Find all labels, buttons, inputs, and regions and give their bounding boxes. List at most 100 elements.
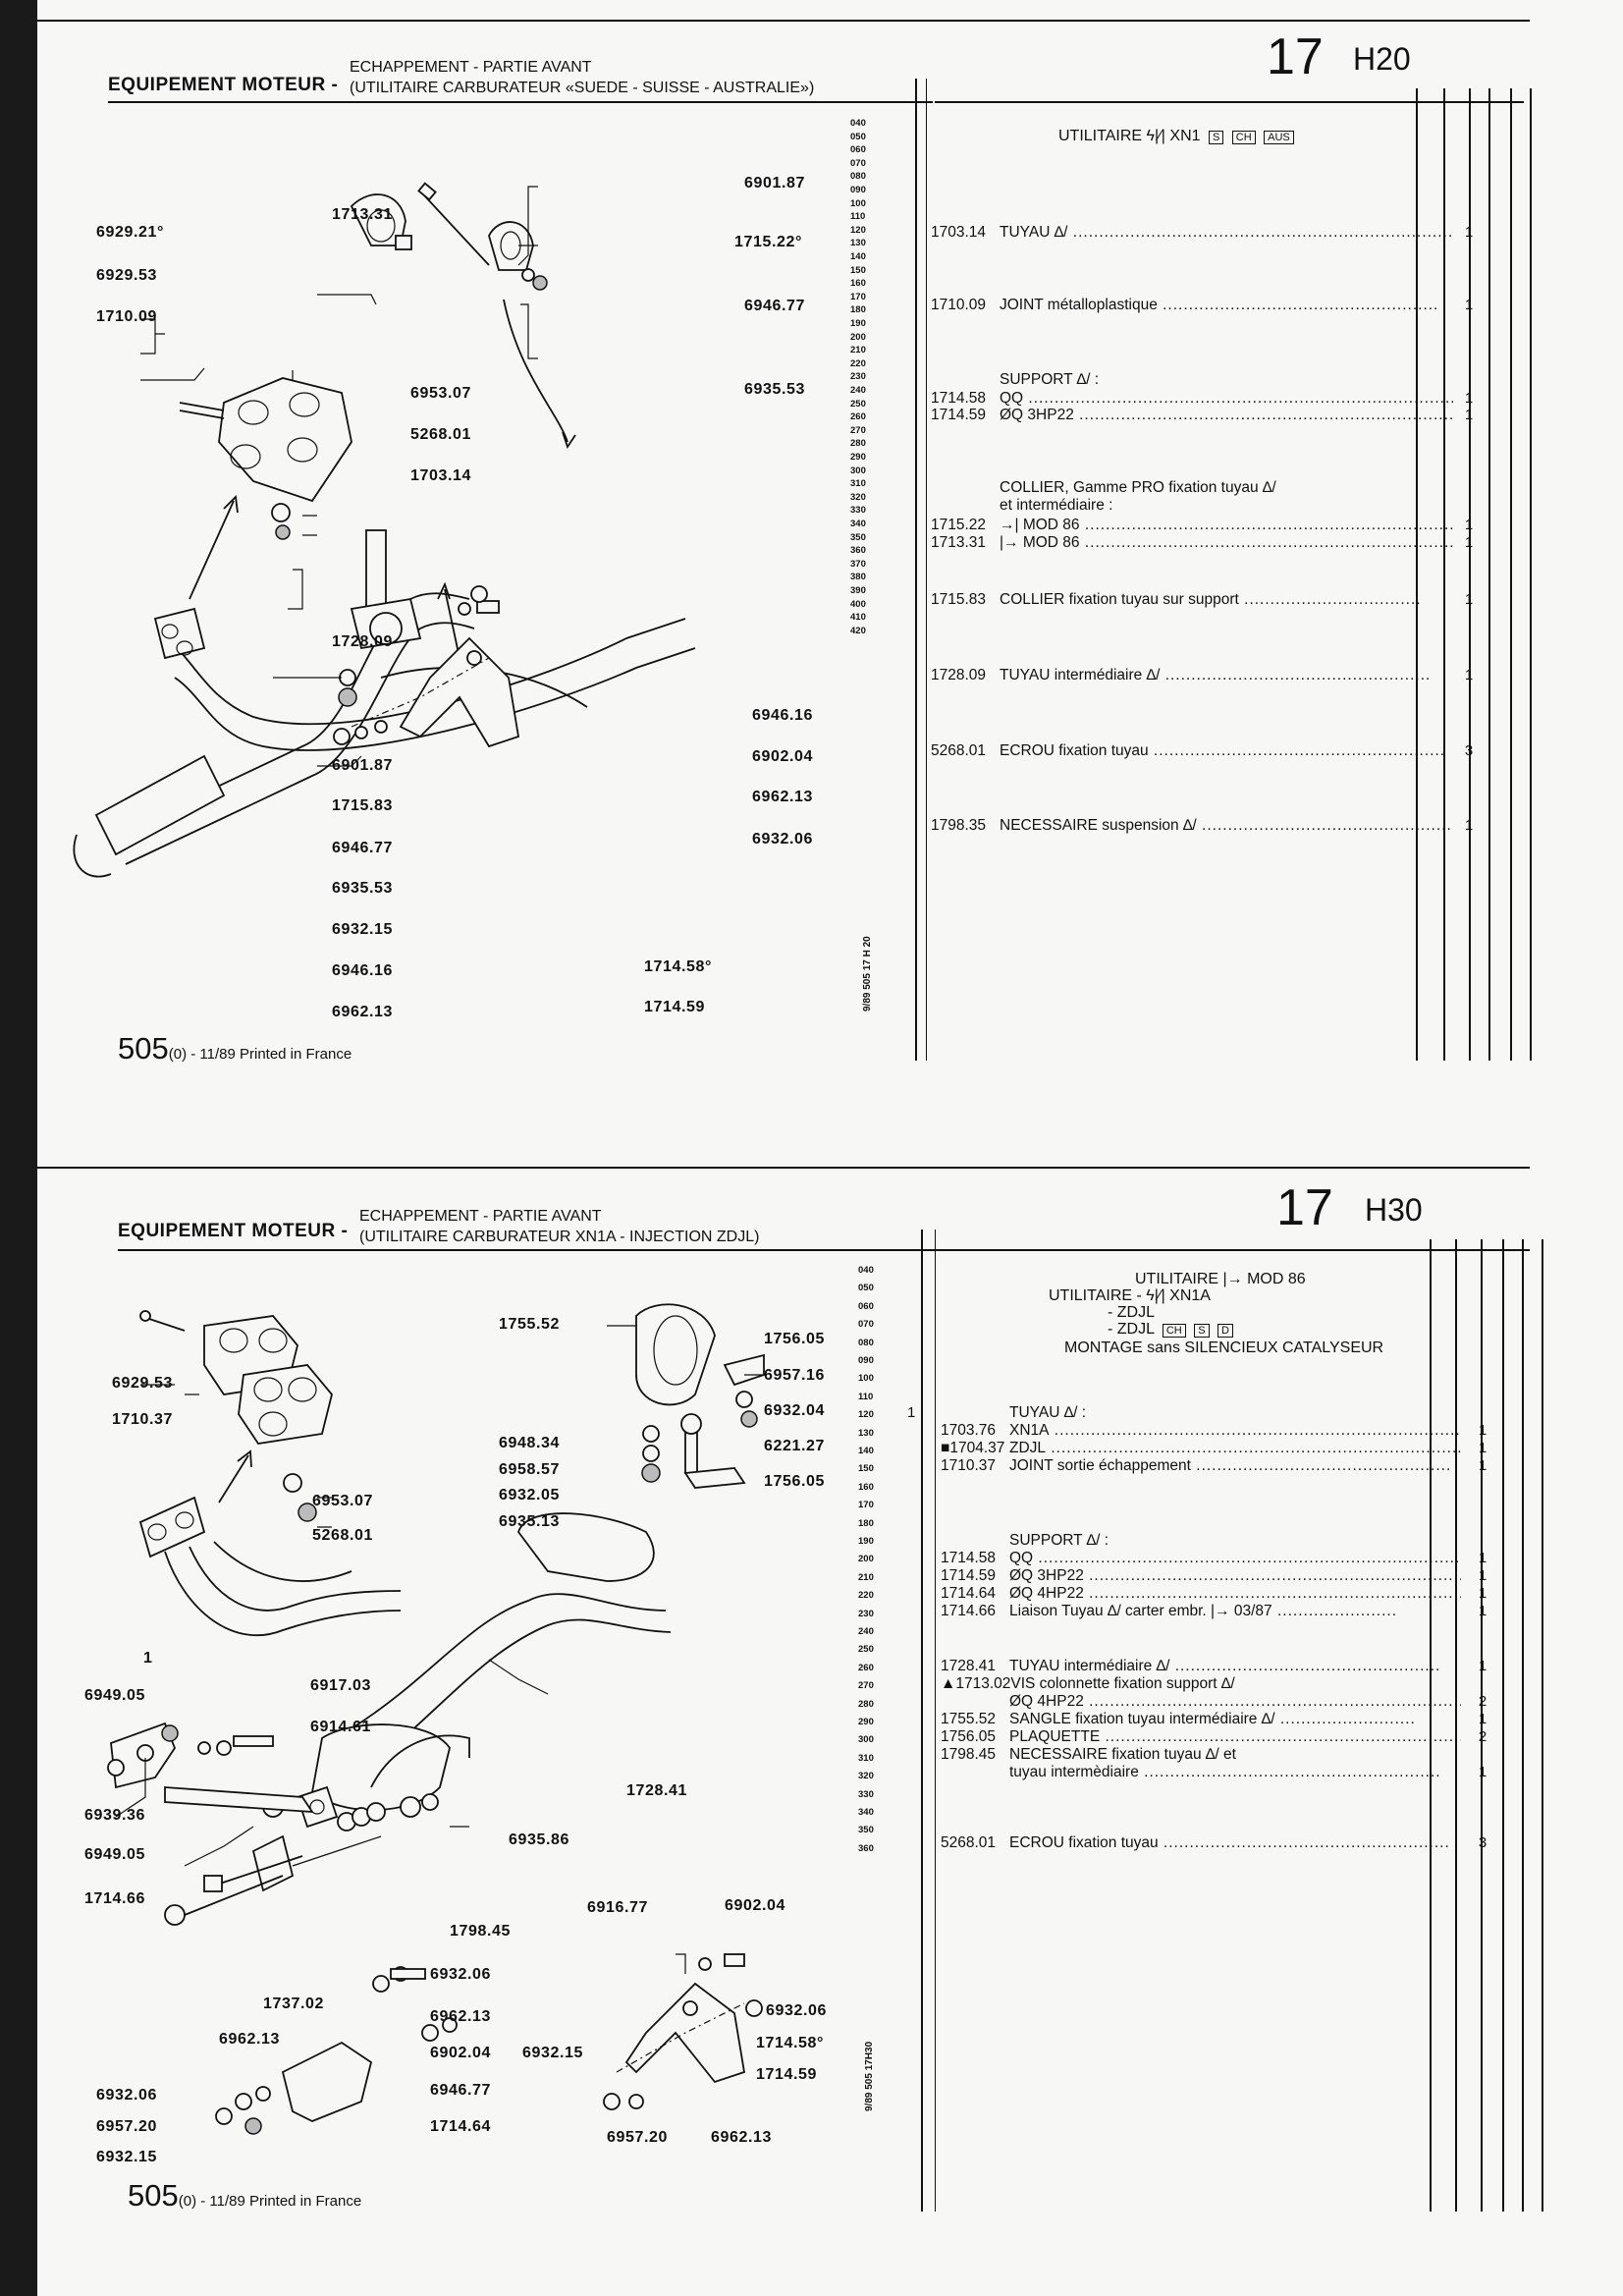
callout: 6221.27 xyxy=(764,1438,826,1454)
part-ref: 1755.52 xyxy=(941,1711,997,1727)
callout: 6958.57 xyxy=(499,1461,561,1478)
scale-mark: 360 xyxy=(850,545,866,557)
part-ref: 1798.35 xyxy=(931,817,987,834)
bottom-header-rule-right xyxy=(941,1249,1530,1251)
callout: 6935.53 xyxy=(332,880,394,897)
top-col-line xyxy=(1443,88,1445,1061)
part-description: ØQ 4HP22 xyxy=(1009,1693,1084,1710)
country-box: D xyxy=(1217,1324,1233,1338)
bottom-col-line xyxy=(1502,1239,1504,2212)
callout: 1714.64 xyxy=(430,2118,492,2135)
country-box: S xyxy=(1194,1324,1210,1338)
scale-mark: 070 xyxy=(858,1319,874,1331)
scale-mark: 280 xyxy=(850,438,866,450)
scale-mark: 150 xyxy=(858,1463,874,1475)
callout: 1703.14 xyxy=(410,467,472,484)
part-quantity: 1 xyxy=(1464,390,1474,407)
leader-dots: ........................................… xyxy=(1049,1422,1461,1439)
top-title-line1: ECHAPPEMENT - PARTIE AVANT xyxy=(350,59,592,76)
bottom-exploded-diagram xyxy=(107,1303,765,2135)
part-ref: 1710.09 xyxy=(931,297,987,313)
callout: 6929.53 xyxy=(112,1375,174,1392)
part-quantity: 3 xyxy=(1464,742,1474,759)
scale-mark: 080 xyxy=(850,171,866,183)
callout: 1710.37 xyxy=(112,1411,174,1428)
part-row: SUPPORT ∆/ : xyxy=(931,371,1099,389)
support-1714-64 xyxy=(281,2041,373,2122)
scale-mark: 040 xyxy=(858,1265,874,1276)
callout: 1714.58° xyxy=(756,2035,825,2051)
scale-mark: 140 xyxy=(850,251,866,262)
part-description: TUYAU ∆/ xyxy=(1000,224,1068,241)
part-row: TUYAU ∆/ : xyxy=(941,1404,1086,1422)
callout: 6949.05 xyxy=(84,1846,146,1863)
callout: 6962.13 xyxy=(430,2008,492,2025)
scale-mark: 090 xyxy=(858,1355,874,1366)
callout: 6932.15 xyxy=(96,2149,158,2165)
scale-mark: 180 xyxy=(850,304,866,316)
top-col-line xyxy=(1469,88,1471,1061)
part-row: 1713.31|→ MOD 86 .......................… xyxy=(931,534,1453,552)
scale-mark: 350 xyxy=(858,1825,874,1836)
country-box: CH xyxy=(1162,1324,1186,1338)
part-description: Liaison Tuyau ∆/ carter embr. |→ 03/87 xyxy=(1009,1603,1272,1619)
app-line: MONTAGE sans SILENCIEUX CATALYSEUR xyxy=(1064,1339,1384,1356)
bottom-application: UTILITAIRE |→ MOD 86 UTILITAIRE - ϟ|⁄| X… xyxy=(1009,1271,1422,1356)
top-col-line xyxy=(1488,88,1490,1061)
scale-mark: 210 xyxy=(858,1571,874,1583)
part-quantity: 1 xyxy=(1464,534,1474,551)
leader-dots: ........................................… xyxy=(1160,667,1432,683)
leader-dots: ........................................… xyxy=(1033,1550,1461,1566)
callout: 1756.05 xyxy=(764,1331,826,1347)
part-quantity: 1 xyxy=(1478,1585,1488,1602)
country-box: CH xyxy=(1231,131,1256,144)
scale-mark: 250 xyxy=(850,398,866,410)
callout: 1714.59 xyxy=(644,999,706,1015)
callout: 6932.06 xyxy=(96,2087,158,2104)
part-ref: 1710.37 xyxy=(941,1457,997,1474)
part-quantity: 1 xyxy=(1464,817,1474,834)
scale-mark: 070 xyxy=(850,157,866,169)
leader-dots: ........................................… xyxy=(1079,517,1453,533)
part-description: JOINT métalloplastique xyxy=(1000,297,1158,313)
scale-mark: 310 xyxy=(850,478,866,490)
scale-mark: 240 xyxy=(850,385,866,396)
callout: 1798.45 xyxy=(450,1923,512,1940)
scale-mark: 230 xyxy=(850,371,866,383)
bottom-col-line xyxy=(1542,1239,1543,2212)
top-title: ECHAPPEMENT - PARTIE AVANT (UTILITAIRE C… xyxy=(350,57,814,98)
rear-muffler xyxy=(516,1512,655,1582)
clamp-1713-31 xyxy=(350,193,406,246)
scale-mark: 040 xyxy=(850,118,866,129)
front-muffler xyxy=(311,1723,451,1812)
top-section: EQUIPEMENT MOTEUR - xyxy=(108,75,339,95)
callout: 6932.05 xyxy=(499,1487,561,1503)
bottom-title-line2: (UTILITAIRE CARBURATEUR XN1A - INJECTION… xyxy=(359,1229,760,1245)
part-row: 1715.22→| MOD 86 .......................… xyxy=(931,517,1453,534)
callout: 1737.02 xyxy=(263,1995,325,2012)
part-quantity: 1 xyxy=(1478,1550,1488,1566)
scale-mark: 170 xyxy=(858,1500,874,1511)
part-description: QQ xyxy=(1000,390,1024,407)
part-quantity: 1 xyxy=(1464,297,1474,313)
callout: 1714.66 xyxy=(84,1890,146,1907)
scale-mark: 390 xyxy=(850,585,866,596)
bottom-title-line1: ECHAPPEMENT - PARTIE AVANT xyxy=(359,1208,602,1225)
part-description: TUYAU intermédiaire ∆/ xyxy=(1009,1658,1170,1674)
part-row: COLLIER, Gamme PRO fixation tuyau ∆/ xyxy=(931,479,1276,497)
bottom-group-code: H30 xyxy=(1365,1192,1423,1228)
part-row: 1755.52 SANGLE fixation tuyau intermédiai… xyxy=(941,1711,1461,1728)
part-description: SANGLE fixation tuyau intermédiaire ∆/ xyxy=(1009,1711,1275,1727)
callout: 6932.15 xyxy=(522,2045,584,2061)
part-ref: 1703.76 xyxy=(941,1422,997,1439)
leader-dots: ........................................… xyxy=(1079,534,1453,551)
bottom-group-number: 17 xyxy=(1276,1179,1333,1236)
part-quantity: 1 xyxy=(1478,1440,1488,1456)
scale-mark: 320 xyxy=(858,1771,874,1782)
part-description: TUYAU ∆/ : xyxy=(1009,1404,1087,1421)
scale-mark: 270 xyxy=(858,1680,874,1692)
